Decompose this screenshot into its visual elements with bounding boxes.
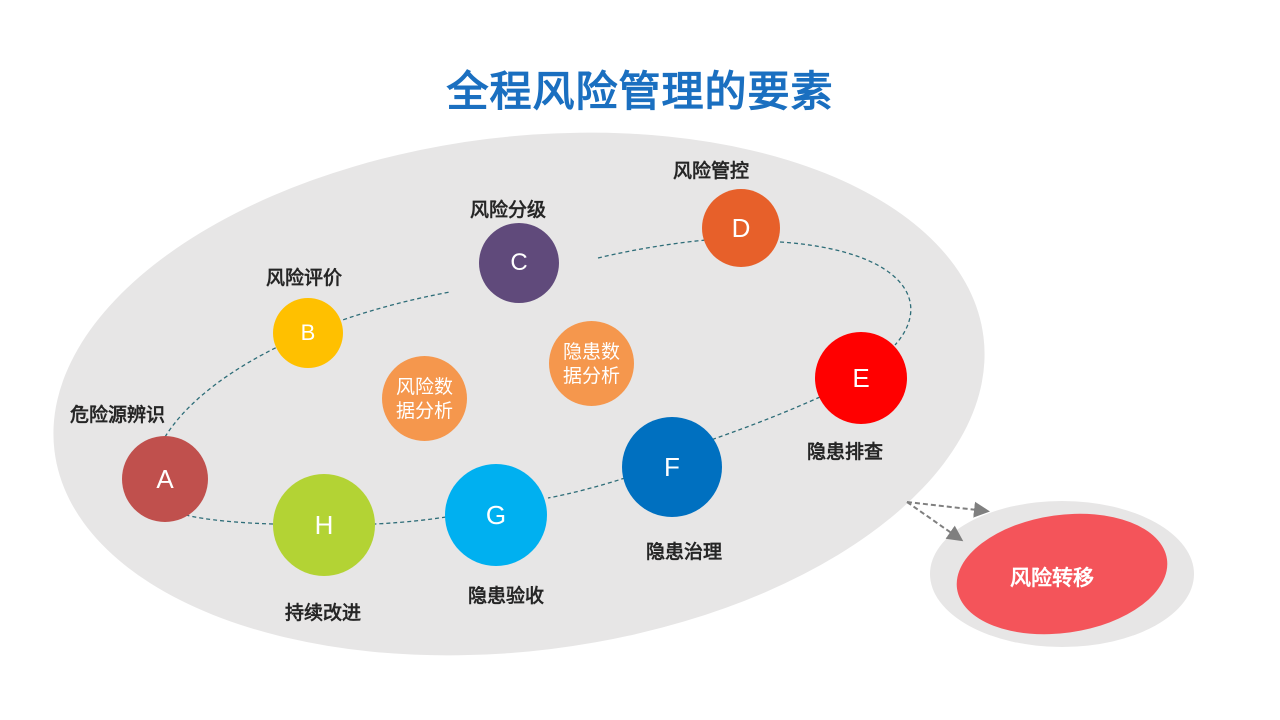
node-c-letter: C bbox=[510, 249, 528, 276]
node-g-label: 隐患验收 bbox=[468, 585, 545, 607]
node-e-circle: E bbox=[815, 332, 907, 424]
risk-transfer-inner-ellipse bbox=[956, 513, 1168, 635]
node-g-letter: G bbox=[485, 499, 507, 530]
node-e-letter: E bbox=[852, 362, 870, 393]
risk-transfer-label: 风险转移 bbox=[1010, 566, 1094, 590]
node-e-label: 隐患排查 bbox=[807, 441, 884, 463]
risk-data-analysis-circle: 风险数 据分析 bbox=[382, 356, 467, 441]
node-f-letter: F bbox=[664, 451, 680, 482]
node-a-circle: A bbox=[122, 436, 208, 522]
node-a-letter: A bbox=[156, 463, 174, 494]
node-f-label: 隐患治理 bbox=[646, 541, 723, 563]
node-b-circle: B bbox=[273, 298, 343, 368]
risk-data-analysis-line1: 风险数 bbox=[395, 375, 453, 398]
node-b-label: 风险评价 bbox=[266, 267, 343, 289]
risk-data-analysis-line2: 据分析 bbox=[395, 399, 453, 422]
node-h-label: 持续改进 bbox=[285, 602, 362, 624]
node-g-circle: G bbox=[445, 464, 547, 566]
node-d-label: 风险管控 bbox=[673, 160, 750, 182]
node-d-letter: D bbox=[731, 212, 751, 243]
node-h-circle: H bbox=[273, 474, 375, 576]
hazard-data-analysis-line2: 据分析 bbox=[562, 364, 620, 387]
node-b-letter: B bbox=[300, 320, 316, 345]
page-title: 全程风险管理的要素 bbox=[446, 67, 834, 116]
node-c-circle: C bbox=[479, 223, 559, 303]
node-c-label: 风险分级 bbox=[470, 199, 547, 221]
transfer-arrow-upper bbox=[906, 501, 990, 518]
cycle-dashed-path bbox=[164, 237, 912, 525]
node-f-circle: F bbox=[622, 417, 722, 517]
node-h-letter: H bbox=[314, 509, 334, 540]
transfer-arrow-lower bbox=[906, 501, 964, 542]
hazard-data-analysis-circle: 隐患数 据分析 bbox=[549, 321, 634, 406]
node-a-label: 危险源辨识 bbox=[70, 404, 166, 426]
hazard-data-analysis-line1: 隐患数 bbox=[562, 340, 620, 363]
node-d-circle: D bbox=[702, 189, 780, 267]
